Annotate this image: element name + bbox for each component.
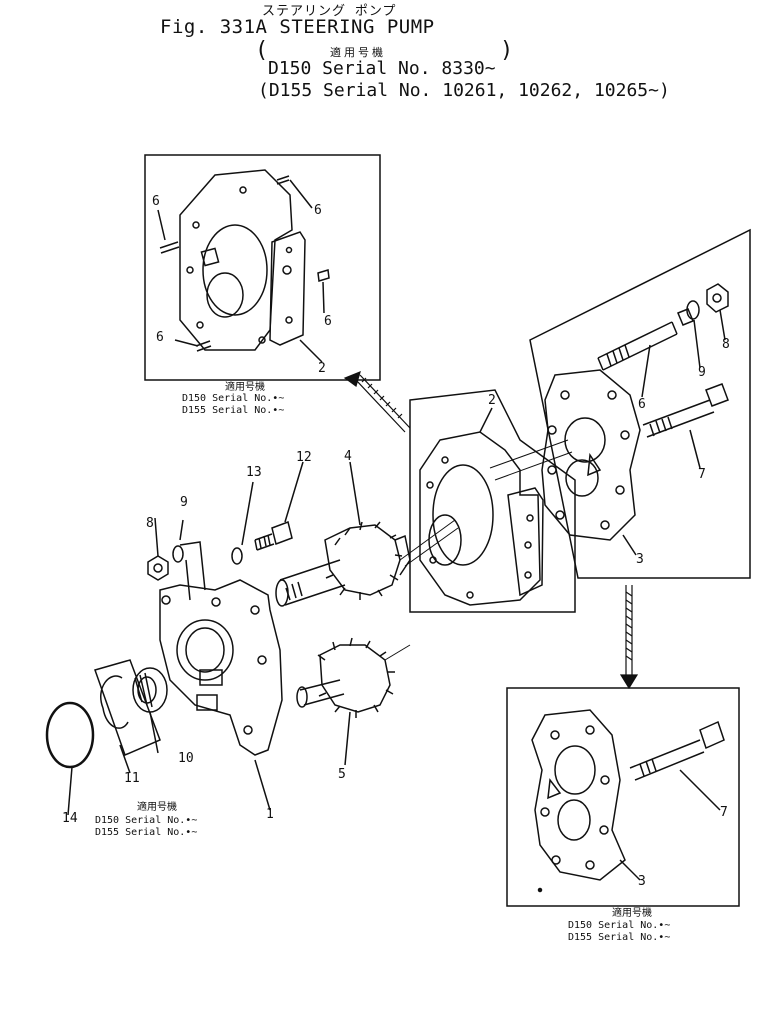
note-lower-left-heading: 適用号機 (137, 800, 177, 813)
callout-6-b: 6 (314, 203, 322, 218)
callout-6-d: 6 (156, 330, 164, 345)
hatched-arrow-down (619, 585, 639, 690)
note-lower-right-line-1: D150 Serial No.•~ (568, 920, 670, 931)
note-lower-right: 適用号機 D150 Serial No.•~ D155 Serial No.•~ (568, 906, 670, 943)
note-lower-left-line-2: D155 Serial No.•~ (95, 827, 197, 838)
japanese-title: ステアリング ポンプ (262, 4, 397, 19)
serial-line-d155: (D155 Serial No. 10261, 10262, 10265~) (258, 80, 670, 101)
callout-6-c: 6 (324, 314, 332, 329)
inset-box-lower-right (506, 687, 740, 907)
inset-box-upper (144, 154, 381, 381)
callout-9-left: 9 (180, 495, 188, 510)
front-housing-cluster (45, 461, 459, 816)
note-lower-right-heading: 適用号機 (612, 906, 652, 919)
callout-2-center: 2 (488, 393, 496, 408)
callout-6-a: 6 (152, 194, 160, 209)
callout-labels: 1 2 2 3 3 4 5 6 6 6 6 6 7 7 8 8 9 9 10 1… (62, 194, 730, 889)
callout-9-right: 9 (698, 365, 706, 380)
note-lower-right-line-2: D155 Serial No.•~ (568, 932, 670, 943)
note-upper-line-1: D150 Serial No.•~ (182, 393, 284, 404)
bracket-right: ) (500, 38, 514, 63)
callout-12: 12 (296, 450, 312, 465)
callout-1: 1 (266, 807, 274, 822)
note-upper-heading: 適用号機 (225, 380, 265, 393)
serial-line-d150: D150 Serial No. 8330~ (268, 58, 496, 79)
callout-7-inset: 7 (720, 805, 728, 820)
figure-title: Fig. 331A STEERING PUMP (160, 16, 435, 38)
callout-4: 4 (344, 449, 352, 464)
note-upper: 適用号機 D150 Serial No.•~ D155 Serial No.•~ (182, 380, 284, 416)
callout-6-stud: 6 (638, 397, 646, 412)
callout-3-center: 3 (636, 552, 644, 567)
hatched-arrow-up (343, 370, 411, 433)
callout-2-inset: 2 (318, 361, 326, 376)
callout-3-inset: 3 (638, 874, 646, 889)
callout-5: 5 (338, 767, 346, 782)
callout-14: 14 (62, 811, 78, 826)
note-upper-line-2: D155 Serial No.•~ (182, 405, 284, 416)
callout-8-right: 8 (722, 337, 730, 352)
cover-group-right (479, 228, 751, 579)
callout-7-center: 7 (698, 467, 706, 482)
pin-icon (159, 241, 180, 254)
callout-13: 13 (246, 465, 262, 480)
callout-11: 11 (124, 771, 140, 786)
callout-8-left: 8 (146, 516, 154, 531)
bracket-left: ( (255, 38, 269, 63)
applicability-label: 適用号機 (330, 46, 386, 59)
note-lower-left-line-1: D150 Serial No.•~ (95, 815, 197, 826)
pump-body-center (409, 389, 576, 613)
note-lower-left: 適用号機 D150 Serial No.•~ D155 Serial No.•~ (95, 800, 197, 838)
callout-10: 10 (178, 751, 194, 766)
